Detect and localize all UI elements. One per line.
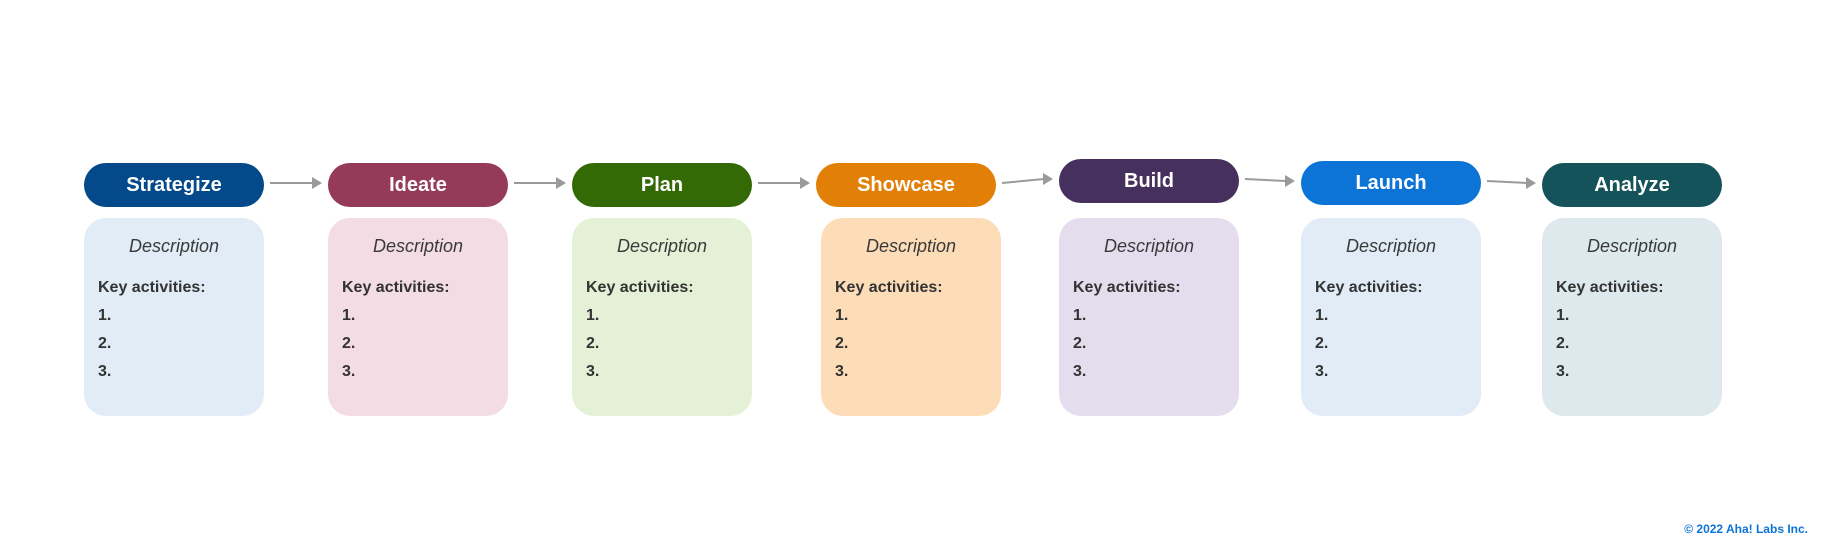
stage-pill-plan[interactable]: Plan	[572, 163, 752, 207]
key-activities-label: Key activities:	[586, 279, 694, 296]
key-activity-item: 3.	[835, 363, 849, 380]
stage-pill-showcase[interactable]: Showcase	[816, 163, 996, 207]
key-activities-label: Key activities:	[1073, 279, 1181, 296]
arrowhead-icon	[1043, 173, 1053, 185]
key-activities-label: Key activities:	[98, 279, 206, 296]
stage-pill-launch[interactable]: Launch	[1301, 161, 1481, 205]
stage-pill-ideate[interactable]: Ideate	[328, 163, 508, 207]
connector-line	[1486, 180, 1528, 184]
stage-pill-strategize[interactable]: Strategize	[84, 163, 264, 207]
key-activity-item: 1.	[342, 307, 356, 324]
key-activity-item: 2.	[1315, 335, 1329, 352]
key-activity-item: 2.	[342, 335, 356, 352]
key-activity-item: 2.	[586, 335, 600, 352]
stage-description: Description	[1586, 236, 1678, 256]
arrowhead-icon	[312, 177, 322, 189]
stage-pill-build[interactable]: Build	[1059, 159, 1239, 203]
key-activity-item: 2.	[835, 335, 849, 352]
key-activity-item: 3.	[586, 363, 600, 380]
key-activity-item: 3.	[342, 363, 356, 380]
arrowhead-icon	[800, 177, 810, 189]
stage-pill-analyze[interactable]: Analyze	[1542, 163, 1722, 207]
arrowhead-icon	[1285, 175, 1295, 187]
key-activity-item: 1.	[586, 307, 600, 324]
stage-description: Description	[128, 236, 220, 256]
stage-description: Description	[1345, 236, 1437, 256]
connector-line	[1244, 178, 1287, 182]
key-activity-item: 3.	[1073, 363, 1087, 380]
key-activity-item: 1.	[1556, 307, 1570, 324]
stage-description: Description	[1103, 236, 1195, 256]
copyright-notice: © 2022 Aha! Labs Inc.	[1684, 522, 1808, 536]
key-activities-label: Key activities:	[1315, 279, 1423, 296]
connector-line	[1001, 178, 1045, 184]
key-activity-item: 1.	[835, 307, 849, 324]
key-activities-label: Key activities:	[1556, 279, 1664, 296]
key-activity-item: 2.	[1556, 335, 1570, 352]
stage-description: Description	[616, 236, 708, 256]
key-activities-label: Key activities:	[342, 279, 450, 296]
key-activity-item: 3.	[1315, 363, 1329, 380]
key-activity-item: 2.	[1073, 335, 1087, 352]
key-activity-item: 2.	[98, 335, 112, 352]
key-activities-label: Key activities:	[835, 279, 943, 296]
stage-description: Description	[372, 236, 464, 256]
key-activity-item: 1.	[98, 307, 112, 324]
arrowhead-icon	[1526, 177, 1536, 189]
key-activity-item: 3.	[1556, 363, 1570, 380]
stage-description: Description	[865, 236, 957, 256]
key-activity-item: 1.	[1073, 307, 1087, 324]
key-activity-item: 1.	[1315, 307, 1329, 324]
arrowhead-icon	[556, 177, 566, 189]
key-activity-item: 3.	[98, 363, 112, 380]
